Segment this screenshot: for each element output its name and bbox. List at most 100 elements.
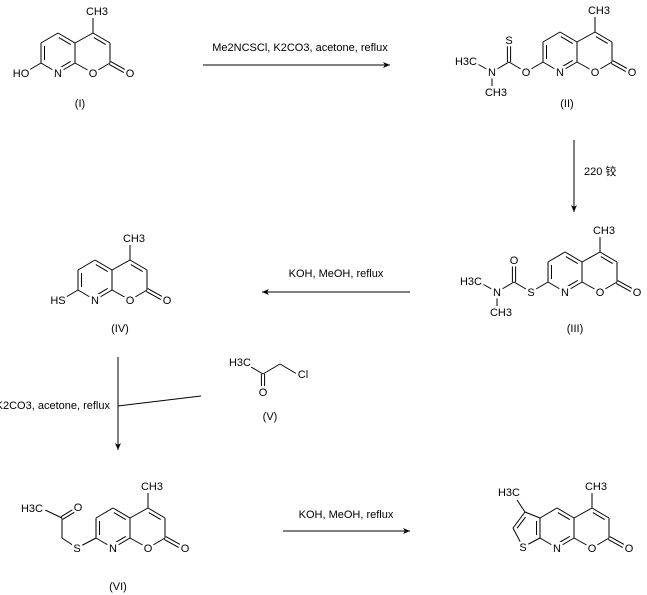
carbonyl-oxygen-label: O — [181, 543, 190, 555]
ring-oxygen-label: O — [596, 287, 605, 299]
bond — [573, 507, 593, 519]
ring-oxygen-label: O — [591, 67, 600, 79]
reaction-arrow-2: 220 铰 — [571, 140, 616, 212]
double-bond-line — [607, 538, 627, 550]
compound-label: (II) — [560, 98, 573, 110]
ring-oxygen-label: O — [89, 68, 98, 80]
double-bond-line — [600, 256, 613, 264]
bond — [576, 31, 596, 43]
compound-label: (VI) — [109, 581, 127, 593]
methyl-label: H3C — [455, 56, 477, 68]
double-bond-line — [62, 510, 77, 520]
double-bond-line — [163, 538, 183, 550]
bond — [57, 62, 76, 74]
arrowhead-icon — [403, 528, 410, 534]
reaction-arrow-5: KOH, MeOH, reflux — [283, 509, 410, 534]
bond — [111, 259, 131, 271]
ring-nitrogen-label: N — [561, 287, 569, 299]
methyl-label: CH3 — [588, 5, 610, 17]
carbonyl-oxygen-label: O — [628, 67, 637, 79]
double-bond-line — [592, 512, 605, 520]
bond — [279, 363, 298, 375]
bond — [512, 511, 526, 529]
double-bond-line — [95, 288, 108, 296]
methyl-label: H3C — [498, 487, 520, 499]
carbonyl-oxygen-label: O — [163, 295, 172, 307]
thiol-label: HS — [50, 295, 65, 307]
bond — [147, 507, 166, 519]
methyl-label: CH3 — [86, 6, 108, 18]
bond — [591, 537, 610, 549]
methyl-label: CH3 — [485, 87, 507, 99]
bond — [512, 527, 524, 548]
bond — [40, 62, 59, 74]
amine-nitrogen-label: N — [488, 67, 496, 79]
bond — [524, 511, 541, 519]
ring-oxygen-label: O — [588, 543, 597, 555]
double-bond-line — [557, 512, 570, 520]
bond — [581, 251, 601, 263]
double-bond-line — [560, 36, 573, 44]
compound-label: (IV) — [111, 323, 129, 335]
ring-oxygen-label: O — [126, 295, 135, 307]
double-bond-line — [615, 282, 635, 294]
bond — [576, 61, 596, 73]
reaction-arrow-3: KOH, MeOH, reflux — [262, 268, 410, 295]
double-bond-line — [147, 288, 167, 300]
bond — [525, 61, 544, 73]
bond — [129, 507, 149, 519]
bond — [92, 32, 111, 44]
amine-nitrogen-label: N — [493, 287, 501, 299]
bond — [94, 259, 113, 271]
double-bond-line — [165, 536, 185, 548]
double-bond-line — [609, 536, 629, 548]
carbonyl-oxygen-label: O — [259, 387, 268, 399]
methyl-label: CH3 — [490, 307, 512, 319]
bond — [23, 62, 42, 74]
ring-nitrogen-label: N — [556, 67, 564, 79]
bond — [539, 537, 558, 549]
reagent-text: 220 铰 — [584, 164, 616, 178]
ring-nitrogen-label: N — [91, 295, 99, 307]
thioether-sulfur-label: S — [73, 543, 80, 555]
arrowhead-icon — [571, 205, 577, 212]
bond — [556, 537, 575, 549]
reaction-arrow-4: K2CO3, acetone, reflux — [0, 357, 202, 450]
bond — [599, 251, 618, 263]
double-bond-line — [565, 256, 578, 264]
double-bond-line — [560, 60, 573, 68]
double-bond-line — [617, 280, 637, 292]
bond — [129, 259, 148, 271]
bond — [40, 507, 63, 519]
bond — [245, 363, 264, 375]
hydroxy-label: HO — [13, 68, 30, 80]
bond — [57, 32, 76, 44]
bond — [581, 281, 601, 293]
methyl-label: H3C — [21, 503, 43, 515]
reagent-text: KOH, MeOH, reflux — [299, 509, 394, 521]
bond — [573, 537, 593, 549]
methyl-label: CH3 — [593, 225, 615, 237]
double-bond-line — [58, 37, 71, 45]
methyl-label: CH3 — [123, 233, 145, 245]
thioester-sulfur-label: S — [527, 287, 534, 299]
bond — [74, 32, 94, 44]
double-bond-line — [58, 61, 71, 69]
carbonyl-oxygen-label: O — [510, 255, 519, 267]
bond — [547, 281, 566, 293]
double-bond-line — [516, 516, 526, 529]
bond — [112, 507, 131, 519]
bond — [564, 251, 583, 263]
bond — [542, 31, 561, 43]
bond — [522, 537, 541, 548]
bond — [599, 281, 618, 293]
methyl-label: CH3 — [141, 481, 163, 493]
bond — [591, 507, 610, 519]
bond — [547, 251, 566, 263]
methyl-label: H3C — [229, 357, 251, 369]
